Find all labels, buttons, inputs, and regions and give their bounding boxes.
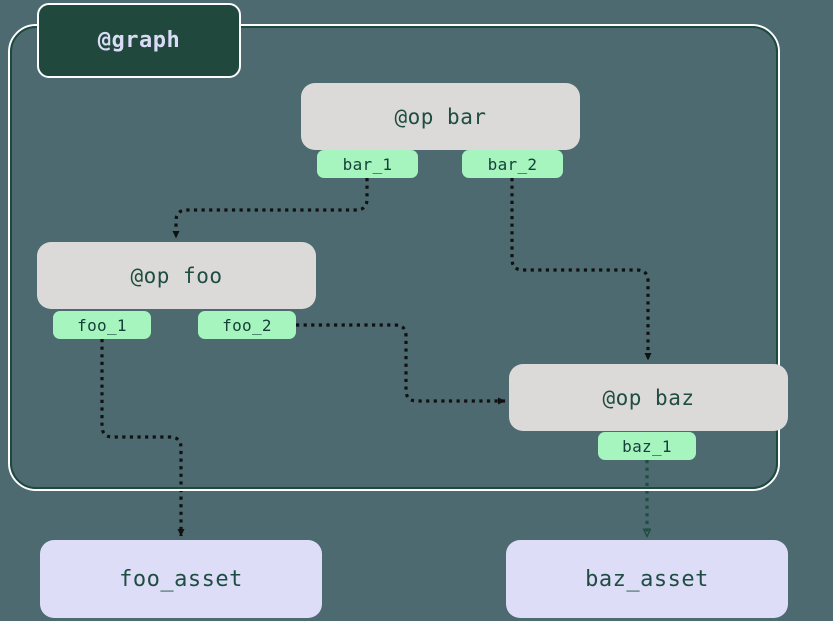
op-node-bar[interactable]: @op bar [301, 83, 580, 150]
port-bar_2[interactable]: bar_2 [462, 150, 563, 178]
graph-label-text: @graph [97, 28, 181, 53]
port-foo_2[interactable]: foo_2 [198, 311, 296, 339]
op-node-label: @op baz [602, 385, 695, 410]
asset-node-baz_asset[interactable]: baz_asset [506, 540, 788, 618]
graph-cluster-frame-inner [10, 26, 778, 489]
graph-cluster-frame[interactable] [8, 24, 780, 491]
port-label: bar_2 [487, 154, 538, 174]
port-label: baz_1 [622, 436, 672, 456]
port-bar_1[interactable]: bar_1 [317, 150, 418, 178]
asset-node-label: baz_asset [585, 566, 709, 592]
op-node-baz[interactable]: @op baz [509, 364, 788, 431]
port-label: foo_1 [77, 315, 127, 335]
port-foo_1[interactable]: foo_1 [53, 311, 151, 339]
port-label: foo_2 [222, 315, 272, 335]
op-node-label: @op foo [130, 263, 223, 288]
port-label: bar_1 [342, 154, 393, 174]
op-node-label: @op bar [394, 104, 487, 129]
graph-label-box[interactable]: @graph [37, 3, 241, 78]
asset-node-label: foo_asset [119, 566, 243, 592]
port-baz_1[interactable]: baz_1 [598, 432, 696, 460]
asset-node-foo_asset[interactable]: foo_asset [40, 540, 322, 618]
op-node-foo[interactable]: @op foo [37, 242, 316, 309]
